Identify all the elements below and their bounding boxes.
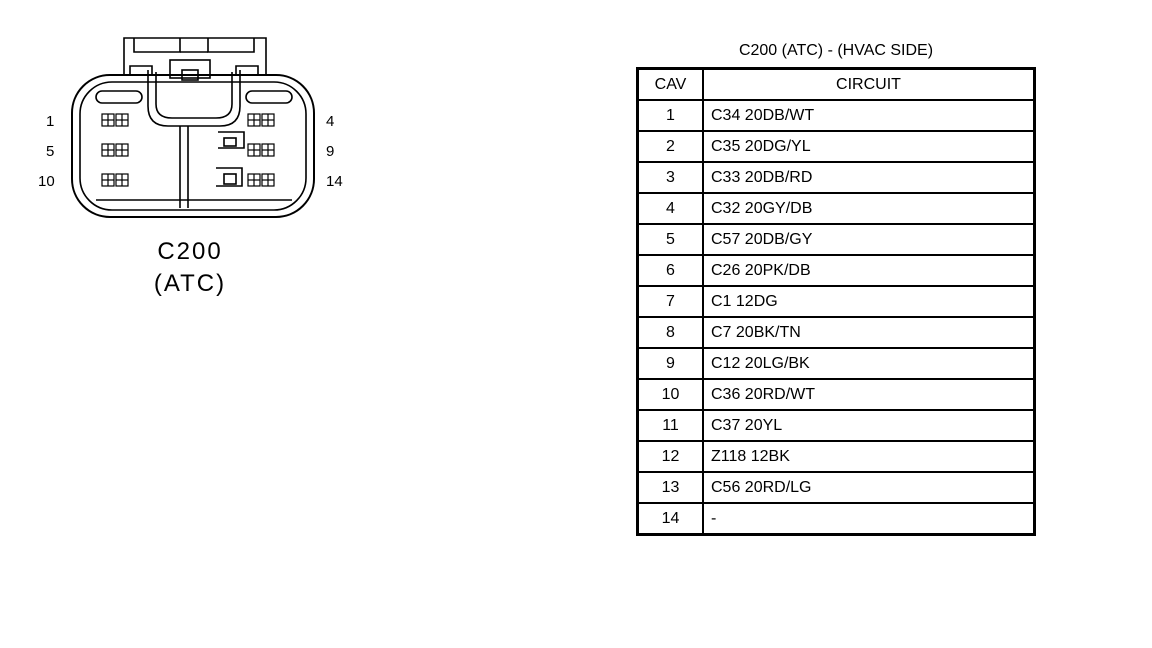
pin-label-10: 10 [38,173,55,190]
left-terminals [101,113,129,187]
cav-number: 5 [636,223,704,256]
cav-number: 8 [636,316,704,349]
header-cav: CAV [636,67,704,101]
circuit-code: C36 20RD/WT [702,378,1036,411]
cav-number: 3 [636,161,704,194]
table-title: C200 (ATC) - (HVAC SIDE) [738,42,934,59]
cav-number: 12 [636,440,704,473]
cav-number: 10 [636,378,704,411]
circuit-code: C7 20BK/TN [702,316,1036,349]
header-circuit: CIRCUIT [702,67,1036,101]
cav-number: 13 [636,471,704,504]
pin-label-9: 9 [326,143,335,160]
circuit-code: C56 20RD/LG [702,471,1036,504]
table-row: 14- [636,502,1036,536]
connector-diagram: 1 5 10 4 9 14 [30,30,360,260]
cav-number: 2 [636,130,704,163]
circuit-code: C26 20PK/DB [702,254,1036,287]
connector-id: C200 [157,238,223,265]
cav-number: 14 [636,502,704,536]
circuit-code: - [702,502,1036,536]
circuit-code: C37 20YL [702,409,1036,442]
table-header-row: CAV CIRCUIT [636,67,1036,101]
pin-label-4: 4 [326,113,335,130]
circuit-code: Z118 12BK [702,440,1036,473]
connector-face-drawing [71,37,315,218]
circuit-code: C1 12DG [702,285,1036,318]
circuit-code: C33 20DB/RD [702,161,1036,194]
circuit-code: C57 20DB/GY [702,223,1036,256]
circuit-code: C34 20DB/WT [702,99,1036,132]
circuit-code: C12 20LG/BK [702,347,1036,380]
connector-caption: C200 (ATC) [100,236,280,300]
cav-number: 9 [636,347,704,380]
cav-number: 4 [636,192,704,225]
circuit-code: C32 20GY/DB [702,192,1036,225]
circuit-code: C35 20DG/YL [702,130,1036,163]
right-terminals [247,113,275,187]
pin-label-5: 5 [46,143,55,160]
cav-number: 6 [636,254,704,287]
cav-number: 1 [636,99,704,132]
cav-number: 7 [636,285,704,318]
pin-label-1: 1 [46,113,55,130]
cav-number: 11 [636,409,704,442]
connector-type: (ATC) [153,270,227,297]
pin-label-14: 14 [326,173,343,190]
